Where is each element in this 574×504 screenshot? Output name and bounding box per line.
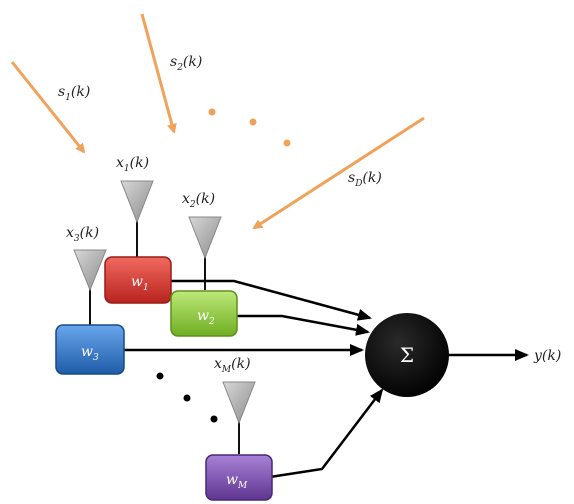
source-ellipsis-dot	[283, 139, 291, 147]
source-arrow-2	[140, 13, 177, 134]
source-label-D: sD(k)	[348, 170, 382, 189]
svg-text:w3: w3	[81, 344, 99, 363]
weight-1-output-line	[170, 279, 372, 321]
summer-symbol: Σ	[400, 343, 414, 367]
source-arrow-1	[10, 61, 86, 154]
summer-node: Σ	[365, 313, 449, 397]
sensor-M-icon	[222, 381, 256, 425]
branch-ellipsis-dot	[183, 394, 191, 402]
source-arrow-D	[252, 116, 425, 230]
weight-2-output-line	[236, 314, 370, 336]
sensor-3-icon	[73, 249, 107, 292]
source-ellipsis-dot	[208, 108, 216, 116]
weight-2-block: w2	[170, 290, 238, 337]
sensor-1-icon	[120, 180, 154, 224]
svg-text:wM: wM	[226, 472, 248, 491]
weight-M-block: wM	[205, 454, 273, 501]
output-label: y(k)	[533, 348, 561, 364]
source-label-1: s1(k)	[58, 84, 90, 103]
sensor-label-3: x3(k)	[66, 225, 99, 244]
weight-1-block: w1	[104, 256, 172, 304]
sensor-label-2: x2(k)	[182, 191, 215, 210]
weight-M-output-line	[269, 388, 384, 479]
svg-text:w1: w1	[131, 274, 149, 293]
branch-ellipsis-dot	[156, 372, 164, 380]
source-ellipsis-dot	[249, 118, 257, 126]
source-label-2: s2(k)	[170, 54, 202, 73]
branch-ellipsis-dot	[210, 415, 218, 423]
weight-3-block: w3	[55, 324, 125, 375]
svg-text:w2: w2	[197, 308, 215, 327]
sensor-label-1: x1(k)	[116, 155, 149, 174]
sensor-2-icon	[188, 216, 222, 260]
sensor-label-M: xM(k)	[214, 356, 251, 375]
